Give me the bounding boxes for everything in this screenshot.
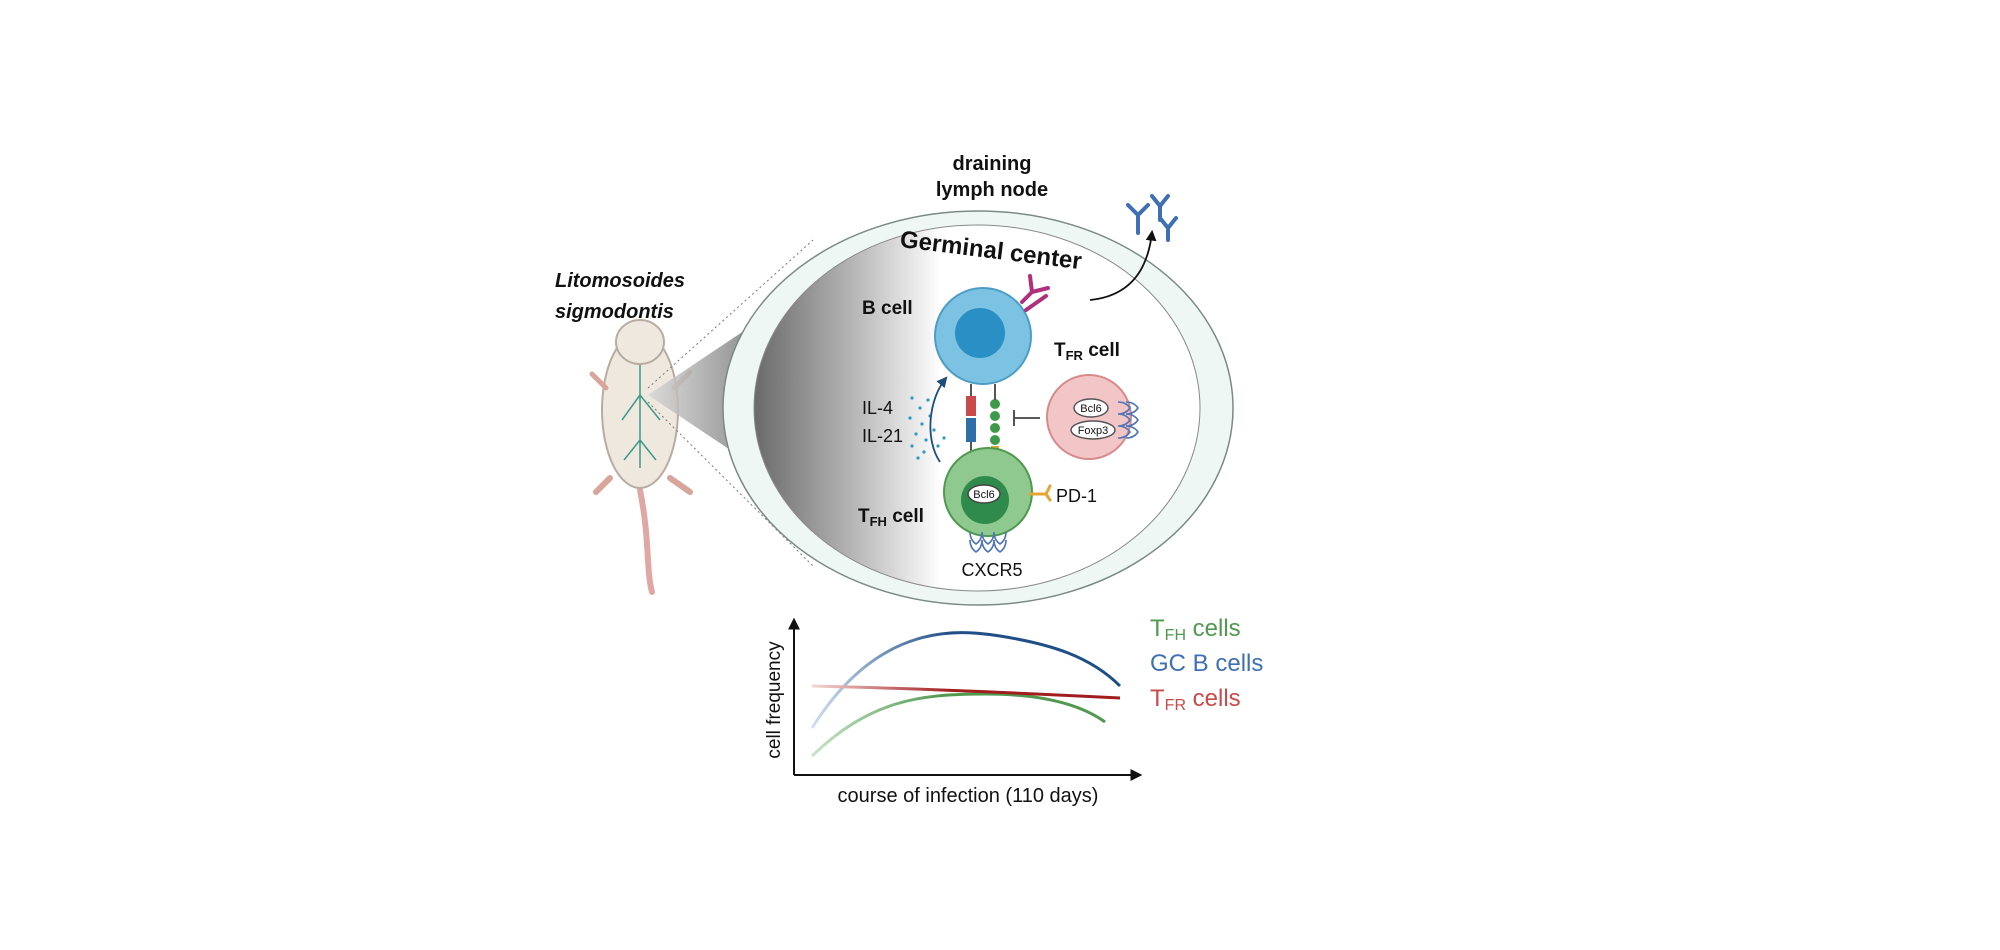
chart-ylabel: cell frequency bbox=[764, 641, 785, 759]
tfh-label-sub: FH bbox=[870, 514, 887, 529]
series-line-tfh bbox=[810, 692, 1106, 758]
zoom-guide-top bbox=[647, 239, 814, 389]
cxcr5-label: CXCR5 bbox=[961, 560, 1022, 580]
tfr-bcl6-label: Bcl6 bbox=[1080, 403, 1101, 415]
bcr-icon bbox=[1020, 274, 1050, 312]
germinal-center-area bbox=[753, 224, 1201, 592]
tfr-label-sub: FR bbox=[1066, 348, 1084, 363]
legend-tfr-main: T bbox=[1150, 685, 1165, 712]
inhibition-icon bbox=[1013, 410, 1040, 426]
tfr-label-main: T bbox=[1054, 340, 1066, 361]
cytokine-arrow bbox=[929, 376, 948, 463]
tfh-label-main: T bbox=[858, 506, 870, 527]
tfr-cxcr5-receptor-icon bbox=[1117, 401, 1139, 439]
tfh-label-suffix: cell bbox=[887, 506, 924, 527]
tfr-cell bbox=[1046, 374, 1132, 460]
cytokine-il4: IL-4 bbox=[862, 398, 893, 418]
cytokine-il21: IL-21 bbox=[862, 426, 903, 446]
series-line-tfr bbox=[811, 684, 1121, 700]
legend-tfr-suffix: cells bbox=[1186, 685, 1241, 712]
tfh-bcl6-label: Bcl6 bbox=[973, 489, 994, 501]
lymph-node-label-line1: draining bbox=[953, 153, 1032, 175]
legend-gcb: GC B cells bbox=[1150, 650, 1263, 677]
tfh-cell bbox=[943, 447, 1033, 537]
pd1-label: PD-1 bbox=[1056, 486, 1097, 506]
legend-tfr: TFR cells bbox=[1150, 685, 1241, 714]
tfr-cell-label: TFR cell bbox=[1054, 340, 1120, 363]
legend-tfh: TFH cells bbox=[1150, 615, 1241, 644]
chart-xlabel: course of infection (110 days) bbox=[838, 785, 1099, 807]
b-cell bbox=[934, 287, 1032, 385]
antibody-icons bbox=[1126, 194, 1178, 242]
tfh-cell-label: TFH cell bbox=[858, 506, 924, 529]
pd1-icon bbox=[1028, 484, 1052, 502]
secretion-arrow bbox=[1089, 229, 1157, 301]
legend-tfh-suffix: cells bbox=[1186, 615, 1241, 642]
series-line-gcb bbox=[810, 631, 1122, 729]
cytokine-dots bbox=[908, 396, 946, 460]
organism-label-line2: sigmodontis bbox=[555, 301, 674, 323]
tfr-foxp3-label: Foxp3 bbox=[1078, 425, 1109, 437]
cell-frequency-chart: cell frequency course of infection (110 … bbox=[764, 615, 1263, 807]
legend-tfh-main: T bbox=[1150, 615, 1165, 642]
mouse-icon bbox=[589, 319, 693, 595]
organism-label-line1: Litomosoides bbox=[555, 270, 685, 292]
zoom-guide-bottom bbox=[647, 401, 814, 567]
tfh-cxcr5-receptor-icon bbox=[969, 531, 1007, 553]
legend-tfr-sub: FR bbox=[1165, 697, 1186, 714]
tfr-label-suffix: cell bbox=[1083, 340, 1120, 361]
b-cell-label: B cell bbox=[862, 298, 913, 319]
lymph-node-label-line2: lymph node bbox=[936, 179, 1048, 201]
legend-tfh-sub: FH bbox=[1165, 627, 1186, 644]
